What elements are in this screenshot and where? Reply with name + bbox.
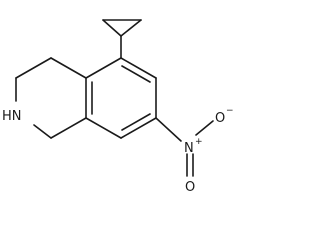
amine-nh-label: HN [2,109,22,124]
bond-ar-c7-c8 [120,117,157,139]
bond-c4-c3 [15,57,52,79]
bond-cyclopropyl-left [102,19,122,37]
bond-ar-c4a-c5 [85,57,122,79]
bond-ar-c8-c8a [85,117,122,139]
bond-c4a-c4 [50,57,87,79]
bond-c7-nitro-n [155,117,182,142]
bond-ar-c7-c8-double [121,113,151,131]
nitro-o-top-label: O [215,111,225,126]
bond-cyclopropyl-right [120,19,142,37]
nitro-n-label: N [184,141,194,156]
nitro-n-charge-label: + [195,137,203,147]
piperidine-ring [15,57,87,139]
aromatic-ring [85,57,157,139]
nitro-group [155,117,214,177]
bond-ar-c5-c6-double [121,65,151,83]
nitro-o-top-charge-label: − [226,106,234,116]
bond-n2-c1 [33,124,52,139]
nitro-o-bottom-label: O [185,180,195,195]
cyclopropyl-ring [102,19,142,59]
bond-c1-c8a [50,117,87,139]
bond-nitro-n-o-top [195,120,214,136]
bond-ar-c5-c6 [120,57,157,79]
structure-diagram: HN N + O − O [2,19,234,195]
